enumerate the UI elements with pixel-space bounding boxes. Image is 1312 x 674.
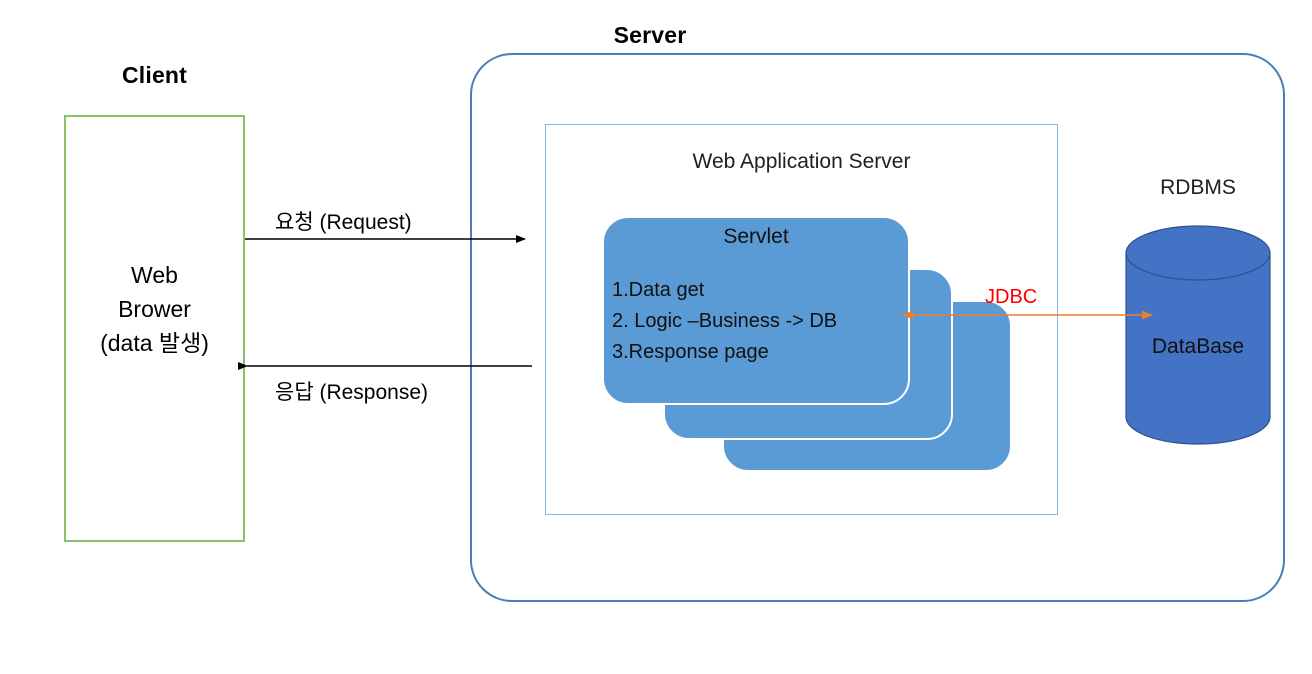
servlet-steps-list: 1.Data get 2. Logic –Business -> DB 3.Re… [612,275,912,368]
client-box [64,115,245,542]
request-arrow-label: 요청 (Request) [275,211,412,234]
database-label: DataBase [1151,335,1245,358]
servlet-title: Servlet [723,225,789,248]
database-cylinder-icon [1125,225,1271,445]
jdbc-arrow-label: JDBC [985,286,1038,308]
servlet-card-front [602,216,910,405]
servlet-step-3: 3.Response page [612,341,769,363]
web-application-server-label: Web Application Server [692,150,911,173]
client-line-3: (data 발생) [100,330,209,356]
client-title: Client [121,62,188,88]
client-line-2: Brower [118,296,191,322]
servlet-step-1: 1.Data get [612,279,705,301]
client-box-text: Web Brower (data 발생) [64,258,245,360]
servlet-step-2: 2. Logic –Business -> DB [612,310,838,332]
client-line-1: Web [131,262,178,288]
response-arrow-label: 응답 (Response) [275,381,429,404]
rdbms-label: RDBMS [1160,176,1236,199]
server-title: Server [613,22,687,48]
server-boundary-box [470,53,1285,602]
